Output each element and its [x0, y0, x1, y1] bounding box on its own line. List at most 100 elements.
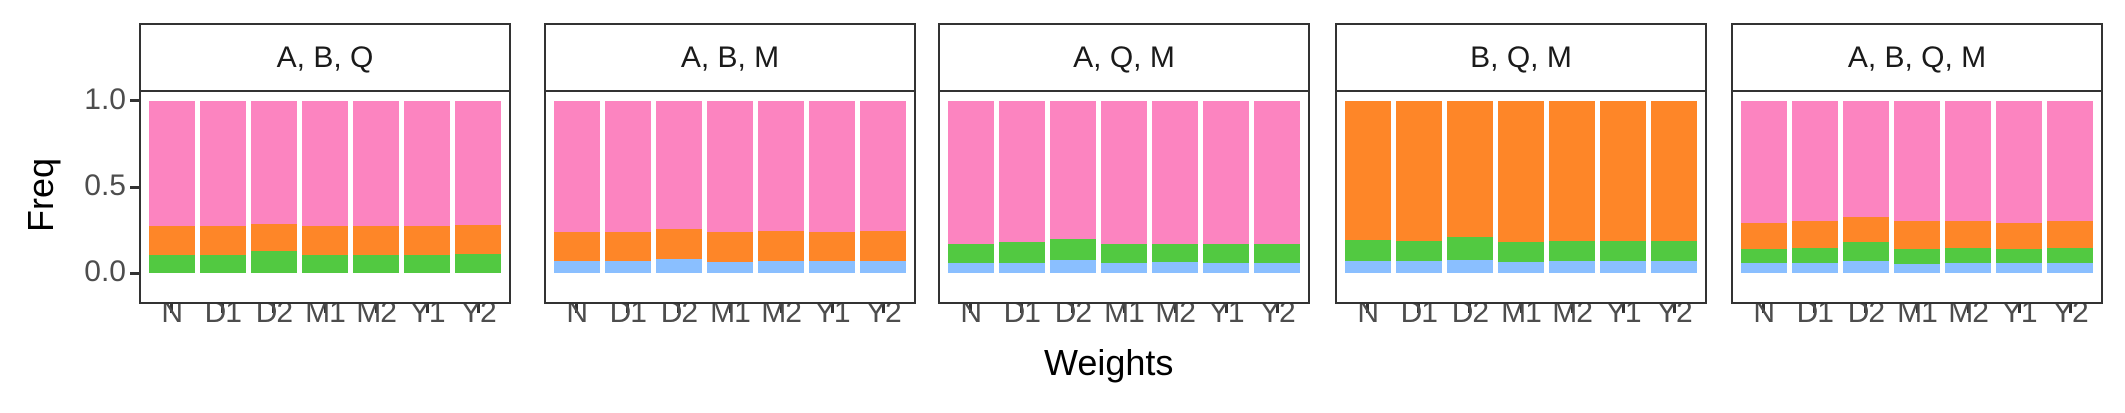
bar-segment-green [353, 255, 400, 274]
bar-segment-blue [809, 261, 856, 274]
plot-area [1731, 90, 2103, 304]
bar-segment-orange [1996, 223, 2043, 250]
bar-segment-green [455, 253, 502, 274]
facet-panel: A, Q, M [938, 23, 1310, 304]
bar-segment-blue [1101, 262, 1147, 274]
facet-panel: A, B, M [544, 23, 916, 304]
bar-segment-blue [1446, 260, 1493, 274]
bar-segment-blue [1152, 262, 1199, 274]
x-tick [221, 304, 225, 313]
x-tick [677, 304, 681, 313]
bar-segment-pink [353, 100, 400, 226]
bar-segment-orange [1498, 100, 1544, 242]
bar-segment-blue [998, 262, 1045, 274]
x-tick [1621, 304, 1625, 313]
facet-strip-label: A, B, M [544, 23, 916, 92]
x-tick [1366, 304, 1370, 313]
x-tick [1224, 304, 1228, 313]
bar-segment-orange [809, 231, 856, 262]
x-tick [1966, 304, 1970, 313]
y-tick-label: 0.0 [84, 255, 126, 289]
stacked-bar [1152, 100, 1199, 274]
bar-segment-pink [604, 100, 651, 232]
x-tick [1071, 304, 1075, 313]
facet-strip-label: B, Q, M [1335, 23, 1707, 92]
bar-segment-orange [553, 231, 600, 262]
bar-segment-pink [809, 100, 856, 232]
stacked-bar [302, 100, 348, 274]
bar-segment-pink [455, 100, 502, 225]
bar-segment-blue [1395, 261, 1442, 274]
bar-segment-green [1996, 249, 2043, 263]
stacked-bar [655, 100, 702, 274]
x-axis-title: Weights [1044, 342, 1174, 383]
bar-segment-pink [1254, 100, 1301, 244]
bar-segment-green [998, 242, 1045, 263]
bar-segment-green [1600, 241, 1647, 262]
stacked-bar [998, 100, 1045, 274]
bar-segment-blue [1651, 261, 1698, 274]
bar-segment-pink [404, 100, 451, 227]
x-tick-label: N [1357, 296, 1379, 329]
stacked-bar [199, 100, 246, 274]
x-tick [728, 304, 732, 313]
bar-segment-green [1395, 241, 1442, 262]
bar-segment-pink [1996, 100, 2043, 224]
bar-segment-pink [1791, 100, 1838, 222]
bar-segment-green [1254, 243, 1301, 263]
stacked-bar [947, 100, 994, 274]
stacked-bar [1203, 100, 1250, 274]
x-tick [1672, 304, 1676, 313]
stacked-bar [1842, 100, 1889, 274]
bar-segment-blue [1740, 262, 1787, 274]
bar-segment-orange [1894, 221, 1940, 250]
bar-segment-orange [860, 230, 907, 262]
x-tick [2068, 304, 2072, 313]
facet-panel: B, Q, M [1335, 23, 1707, 304]
facet-panel: A, B, Q, M [1731, 23, 2103, 304]
y-tick-label: 1.0 [84, 82, 126, 116]
bar-segment-green [947, 243, 994, 263]
stacked-bar [1498, 100, 1544, 274]
plot-area [1335, 90, 1707, 304]
x-tick [170, 304, 174, 313]
bar-segment-green [1651, 241, 1698, 262]
bar-segment-pink [1945, 100, 1992, 222]
x-tick [969, 304, 973, 313]
bar-segment-pink [1152, 100, 1199, 244]
bar-segment-green [302, 255, 348, 274]
bar-segment-green [1791, 248, 1838, 263]
x-tick [1417, 304, 1421, 313]
bar-segment-pink [148, 100, 195, 227]
x-tick-label: N [566, 296, 588, 329]
bar-segment-blue [1254, 262, 1301, 274]
stacked-bar [1446, 100, 1493, 274]
bar-segment-green [1945, 248, 1992, 263]
bar-segment-green [1049, 238, 1096, 260]
bar-segment-pink [1203, 100, 1250, 244]
bar-segment-orange [1740, 223, 1787, 250]
x-tick [830, 304, 834, 313]
bar-segment-blue [1049, 260, 1096, 274]
stacked-bar [1049, 100, 1096, 274]
x-tick-label: N [1753, 296, 1775, 329]
bar-segment-blue [758, 261, 805, 274]
stacked-bar [860, 100, 907, 274]
bar-segment-orange [1842, 217, 1889, 243]
facet-strip-label: A, B, Q, M [1731, 23, 2103, 92]
stacked-bar [809, 100, 856, 274]
bar-segment-green [250, 251, 297, 274]
y-tick [130, 185, 139, 189]
bar-segment-blue [1996, 262, 2043, 274]
bar-segment-orange [353, 225, 400, 256]
bar-segment-pink [1894, 100, 1940, 222]
bar-segment-orange [604, 231, 651, 262]
bar-segment-green [199, 255, 246, 274]
facet-strip-label: A, B, Q [139, 23, 511, 92]
stacked-bar [604, 100, 651, 274]
bar-segment-orange [1549, 100, 1596, 242]
bar-segment-orange [199, 225, 246, 256]
bar-segment-pink [2047, 100, 2094, 222]
bar-segment-orange [1945, 221, 1992, 249]
